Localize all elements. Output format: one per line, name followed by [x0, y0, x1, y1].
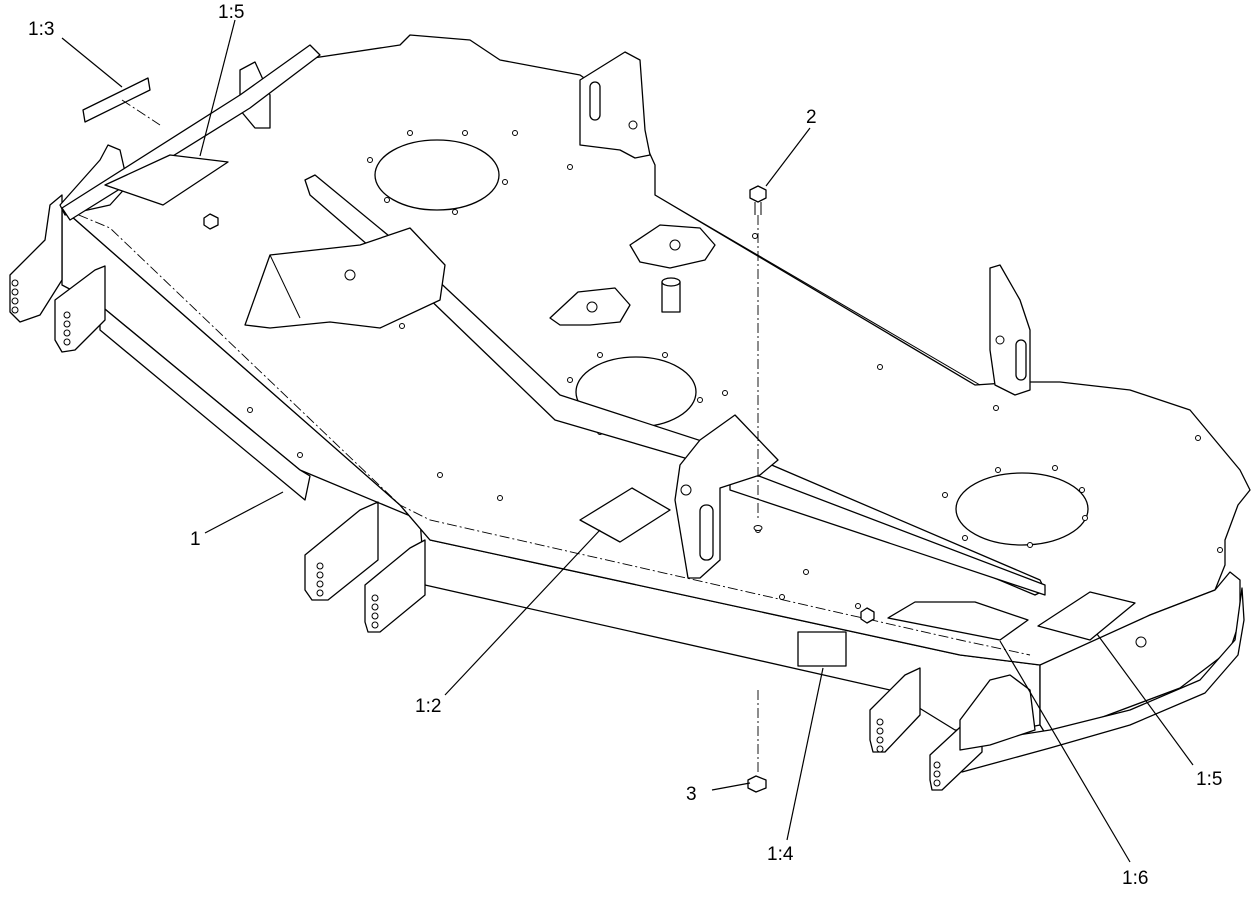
decals [82, 77, 1136, 667]
bolt-icon [749, 185, 767, 203]
callout-1-5-top: 1:5 [218, 2, 244, 23]
callout-1-3: 1:3 [28, 19, 54, 40]
decal-1-5-top [104, 154, 229, 206]
callout-2: 2 [806, 107, 817, 128]
callout-1-5-right: 1:5 [1196, 769, 1222, 790]
decal-1-4 [797, 631, 847, 667]
callout-1: 1 [190, 529, 201, 550]
fasteners [203, 185, 1147, 793]
callout-3: 3 [686, 784, 697, 805]
decal-1-3 [82, 77, 151, 123]
decal-1-2 [579, 487, 671, 543]
callout-1-6: 1:6 [1122, 868, 1148, 889]
deck-shell [61, 34, 1251, 773]
nut-icon [747, 775, 767, 793]
decal-1-5-right [1037, 591, 1136, 641]
leader-lines [61, 19, 1194, 863]
baffle-channels [244, 174, 1046, 596]
decal-1-6 [887, 601, 1029, 641]
deck-brackets [239, 51, 1031, 579]
callout-labels: 1:3 1:5 2 1 1:2 3 1:4 1:5 1:6 [28, 2, 1222, 889]
spindle-openings [247, 130, 1223, 609]
callout-1-4: 1:4 [767, 844, 794, 865]
callout-1-2: 1:2 [415, 696, 441, 717]
